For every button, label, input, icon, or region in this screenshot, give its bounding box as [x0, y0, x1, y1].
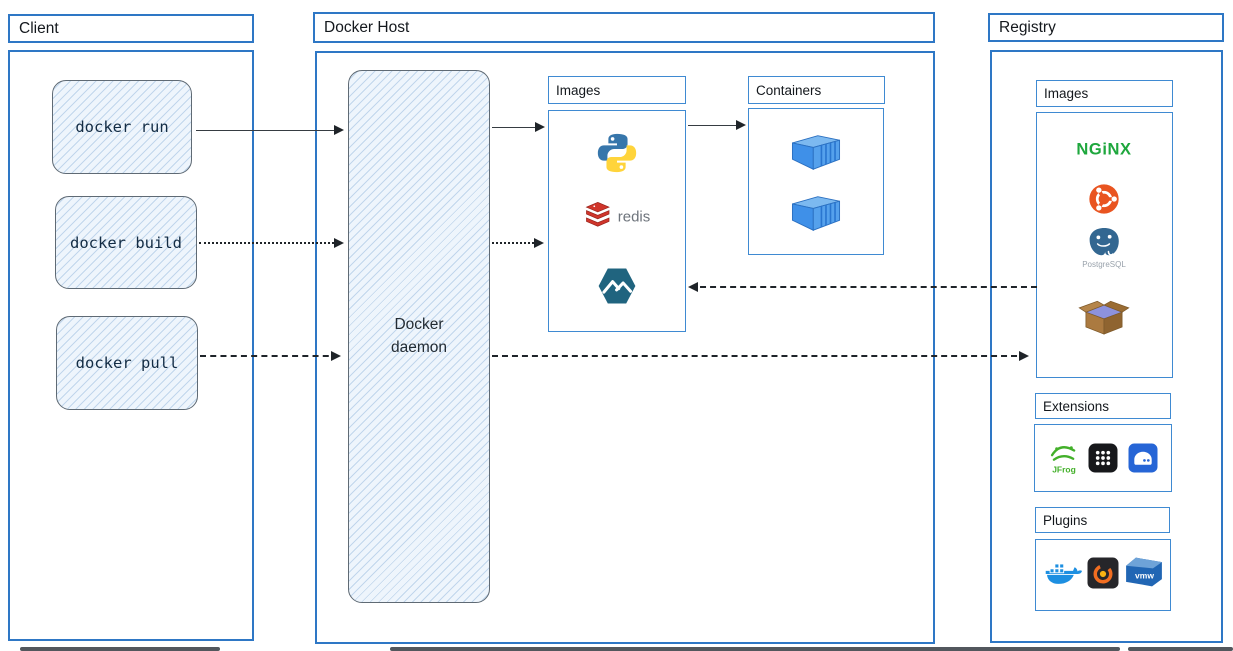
client-shadow [20, 647, 220, 651]
python-icon [594, 130, 640, 176]
arrow-run-to-daemon [196, 125, 344, 135]
vmware-icon: vmw [1123, 555, 1165, 589]
docker-build-node: docker build [55, 196, 197, 289]
docker-run-label: docker run [75, 118, 169, 136]
redis-label: redis [617, 208, 651, 226]
registry-shadow [1128, 647, 1233, 651]
registry-images-title: Images [1044, 86, 1089, 101]
arrow-daemon-to-images [492, 122, 545, 132]
arrow-pull-to-registry [492, 351, 1029, 361]
docker-daemon-node: Docker daemon [348, 70, 490, 603]
docker-pull-label: docker pull [75, 354, 179, 372]
arrow-registry-to-images [688, 282, 1037, 292]
arrow-build-to-daemon [199, 238, 344, 248]
containers-box [748, 108, 884, 255]
arrowhead-right [535, 122, 545, 132]
arrowhead-right [334, 125, 344, 135]
host-images-title-bar: Images [548, 76, 686, 104]
jfrog-label: JFrog [1052, 464, 1076, 475]
dots-grid-icon [1088, 443, 1118, 473]
registry-title-bar: Registry [988, 13, 1224, 42]
containers-title-bar: Containers [748, 76, 885, 104]
arrowhead-right [331, 351, 341, 361]
plugins-title: Plugins [1043, 512, 1088, 528]
docker-host-title-bar: Docker Host [313, 12, 935, 43]
redis-item: redis [584, 201, 651, 233]
arrow-pull-to-daemon [200, 351, 341, 361]
docker-daemon-label: Docker daemon [390, 316, 447, 356]
arrow-images-to-containers [688, 120, 746, 130]
registry-images-title-bar: Images [1036, 80, 1173, 107]
busybox-icon [1077, 296, 1131, 336]
arrow-daemon-to-images-dotted [492, 238, 544, 248]
arrowhead-left [688, 282, 698, 292]
postgresql-label: PostgreSQL [1082, 260, 1126, 269]
ubuntu-icon [1088, 183, 1120, 215]
registry-title: Registry [999, 18, 1056, 36]
host-images-title: Images [556, 82, 601, 98]
arrowhead-right [334, 238, 344, 248]
postgresql-icon: PostgreSQL [1082, 227, 1126, 269]
vmware-label: vmw [1135, 570, 1154, 580]
docker-run-node: docker run [52, 80, 192, 174]
docker-pull-node: docker pull [56, 316, 198, 410]
host-shadow [390, 647, 1120, 651]
docker-host-title: Docker Host [324, 18, 410, 36]
client-title: Client [19, 19, 59, 37]
client-title-bar: Client [8, 14, 254, 43]
docker-whale-icon [1044, 559, 1082, 589]
redis-icon [584, 201, 612, 233]
arrowhead-right [534, 238, 544, 248]
container-icon [787, 192, 845, 234]
docker-build-label: docker build [70, 233, 182, 252]
containers-title: Containers [756, 82, 822, 98]
server-icon [1128, 443, 1158, 473]
alpine-icon [596, 265, 638, 307]
extensions-title-bar: Extensions [1035, 393, 1171, 419]
arrowhead-right [736, 120, 746, 130]
extensions-title: Extensions [1043, 398, 1110, 414]
jfrog-icon: JFrog [1049, 442, 1079, 474]
nginx-icon: NGiNX [1076, 140, 1132, 159]
arrowhead-right [1019, 351, 1029, 361]
grafana-icon [1087, 557, 1119, 589]
container-icon [787, 131, 845, 173]
plugins-title-bar: Plugins [1035, 507, 1170, 533]
